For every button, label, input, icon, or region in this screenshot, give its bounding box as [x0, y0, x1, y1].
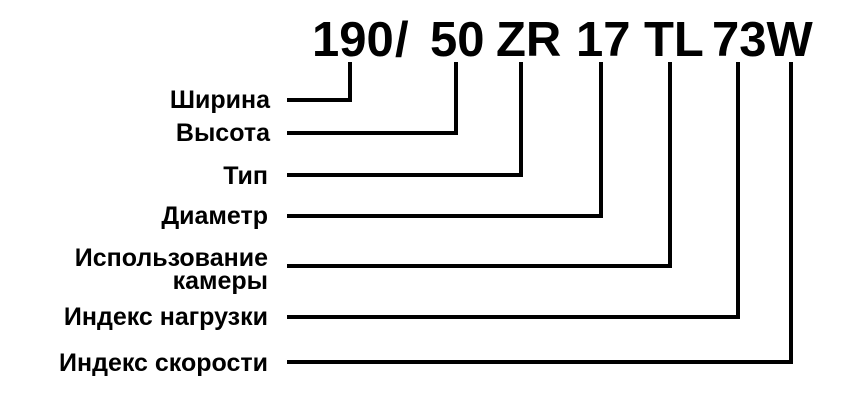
code-height: 50: [430, 13, 485, 67]
leader-diameter: [287, 62, 603, 218]
code-width: 190: [312, 13, 394, 67]
label-speed-index: Индекс скорости: [59, 349, 268, 377]
label-tube-line1: Использование: [75, 244, 268, 272]
leader-type: [287, 62, 523, 177]
label-diameter: Диаметр: [161, 202, 268, 230]
label-height: Высота: [176, 119, 271, 147]
leader-speed-index: [287, 62, 793, 364]
code-tube: TL: [644, 13, 704, 67]
code-slash: /: [395, 13, 409, 67]
label-load-index: Индекс нагрузки: [64, 303, 268, 331]
leader-load-index: [287, 62, 740, 319]
leader-height: [287, 62, 458, 135]
leader-width: [287, 62, 352, 102]
code-type: ZR: [496, 13, 561, 67]
label-width: Ширина: [170, 86, 271, 114]
label-tube-line2: камеры: [173, 267, 268, 295]
code-load-speed: 73W: [712, 13, 814, 67]
code-diameter: 17: [576, 13, 631, 67]
leader-tube: [287, 62, 672, 268]
label-type: Тип: [223, 162, 268, 190]
